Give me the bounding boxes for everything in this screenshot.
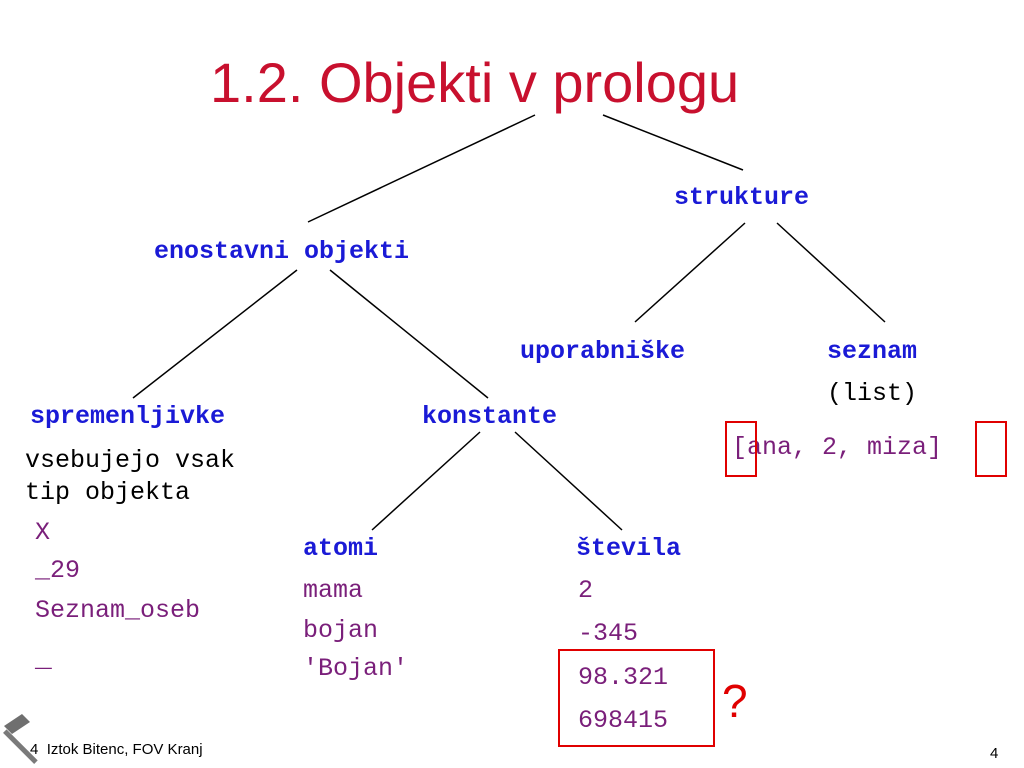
node-list: seznam	[827, 337, 918, 366]
list-open-bracket-highlight	[725, 421, 757, 477]
variable-example: X	[35, 518, 51, 547]
node-user-defined: uporabniške	[520, 337, 686, 366]
footer-author: Iztok Bitenc, FOV Kranj	[46, 741, 203, 758]
edge-constants-numbers	[514, 431, 623, 531]
question-mark: ?	[722, 675, 748, 727]
variable-example: Seznam_oseb	[35, 596, 201, 625]
atom-example: bojan	[303, 616, 379, 645]
node-variables: spremenljivke	[30, 402, 226, 431]
number-example: 2	[578, 576, 594, 605]
node-constants: konstante	[422, 402, 558, 431]
number-example: 698415	[578, 706, 669, 735]
variable-example: _29	[35, 556, 81, 585]
list-example: [ana, 2, miza]	[732, 433, 943, 462]
node-atoms: atomi	[303, 534, 379, 563]
node-numbers: števila	[576, 534, 682, 563]
edge-structures-user	[634, 222, 746, 323]
numbers-question-highlight	[558, 649, 715, 747]
number-example: 98.321	[578, 663, 669, 692]
edge-root-simple	[307, 114, 536, 223]
edge-constants-atoms	[371, 431, 481, 531]
variables-description-line1: vsebujejo vsak	[25, 446, 236, 475]
atom-example: mama	[303, 576, 364, 605]
hammer-icon	[3, 714, 38, 764]
slide-title: 1.2. Objekti v prologu	[210, 51, 740, 114]
footer-number: 4	[30, 741, 39, 758]
node-simple-objects: enostavni objekti	[154, 237, 410, 266]
page-number: 4	[990, 745, 999, 762]
variable-example: _	[35, 644, 52, 675]
atom-example: 'Bojan'	[303, 654, 409, 683]
edge-root-structures	[602, 114, 744, 171]
node-structures: strukture	[674, 183, 810, 212]
footer: 4 Iztok Bitenc, FOV Kranj	[30, 742, 203, 757]
edge-simple-variables	[132, 269, 298, 399]
list-close-bracket-highlight	[975, 421, 1007, 477]
edge-structures-list	[776, 222, 886, 323]
list-note: (list)	[827, 379, 918, 408]
edge-simple-constants	[329, 269, 489, 399]
variables-description-line2: tip objekta	[25, 478, 191, 507]
number-example: -345	[578, 619, 639, 648]
